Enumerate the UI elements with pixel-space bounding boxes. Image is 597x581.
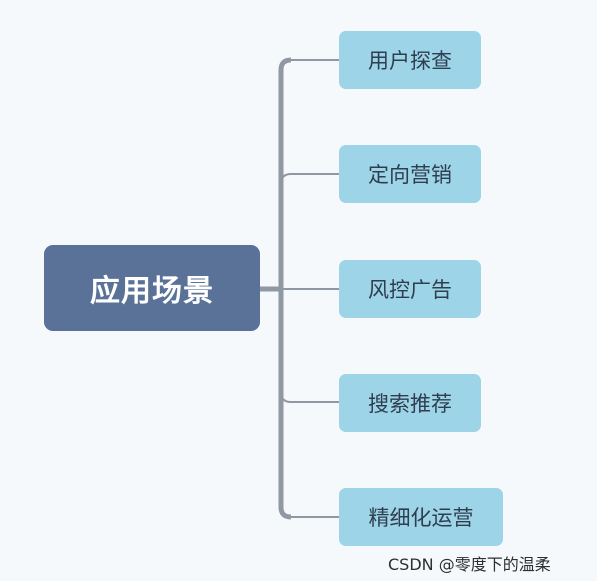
child-node-user-exploration[interactable]: 用户探查 xyxy=(339,31,481,89)
child-node-targeted-marketing[interactable]: 定向营销 xyxy=(339,145,481,203)
trunk-line xyxy=(278,57,292,520)
child-node-label: 用户探查 xyxy=(368,49,452,73)
child-node-label: 精细化运营 xyxy=(368,506,474,530)
root-node[interactable]: 应用场景 xyxy=(44,245,260,331)
root-node-label: 应用场景 xyxy=(90,274,214,309)
child-node-label: 风控广告 xyxy=(368,278,452,302)
child-node-refined-operations[interactable]: 精细化运营 xyxy=(339,488,503,546)
child-node-risk-control-ads[interactable]: 风控广告 xyxy=(339,260,481,318)
child-node-label: 搜索推荐 xyxy=(368,392,452,416)
branch-line-2 xyxy=(280,173,339,185)
child-node-search-recommendation[interactable]: 搜索推荐 xyxy=(339,374,481,432)
branch-line-4 xyxy=(280,391,339,403)
watermark: CSDN @零度下的温柔 xyxy=(388,555,551,574)
child-node-label: 定向营销 xyxy=(368,163,452,187)
